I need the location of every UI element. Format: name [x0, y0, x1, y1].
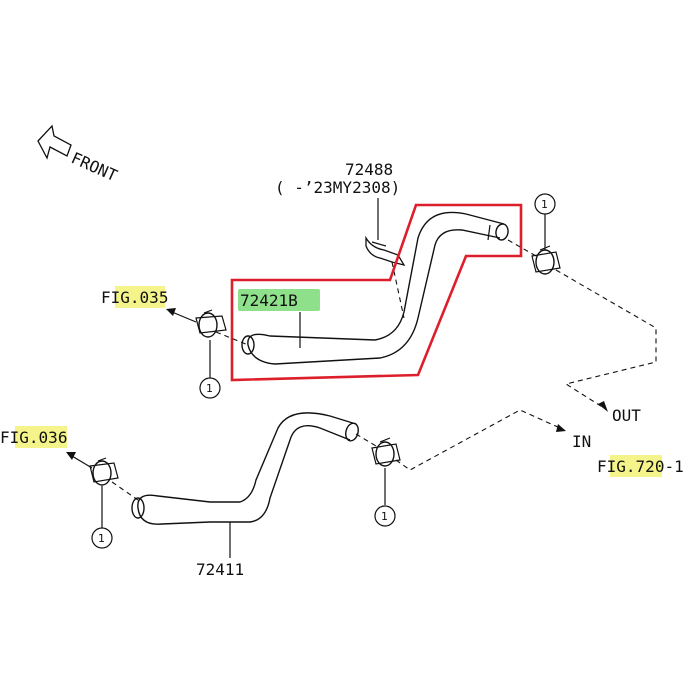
lower-left-dash: [111, 481, 139, 501]
in-label: IN: [572, 432, 591, 451]
right-lower-clamp-icon: [371, 437, 401, 467]
upper-hose: [241, 211, 509, 365]
hose-clip-icon: [365, 235, 406, 319]
lower-hose: [131, 412, 359, 525]
callout-circle: [374, 505, 396, 527]
highlight-frame: [230, 203, 523, 382]
callout-circle: [91, 527, 113, 549]
lower-left-arrowhead-icon: [66, 452, 76, 460]
callout-number: 1: [381, 510, 388, 523]
fig035-highlight: [115, 286, 165, 308]
left-upper-clamp-icon: [195, 309, 227, 338]
callout-number: 1: [98, 532, 105, 545]
fig720-highlight: [610, 455, 662, 477]
front-label: FRONT: [68, 148, 120, 185]
callout-circle: [534, 193, 556, 215]
upper-hose-part-number: 72421B: [240, 291, 298, 310]
clip-note: ( -’23MY2308): [275, 178, 400, 197]
fig-ref-036: FIG.036: [0, 428, 67, 447]
front-arrow-icon: [37, 124, 72, 160]
upper-left-dash: [215, 331, 249, 346]
clip-part-number: 72488: [345, 160, 393, 179]
lower-hose-part-number: 72411: [196, 560, 244, 579]
out-arrowhead-icon: [598, 401, 608, 412]
left-lower-clamp-icon: [89, 457, 119, 486]
right-upper-clamp-icon: [531, 245, 561, 275]
fig-ref-720: FIG.720-1: [597, 457, 684, 476]
lower-right-dash: [355, 433, 377, 447]
lower-left-arrow-line: [71, 455, 93, 469]
callout-number: 1: [206, 382, 213, 395]
fig-ref-035: FIG.035: [101, 288, 168, 307]
out-label: OUT: [612, 406, 641, 425]
callout-circle: [199, 377, 221, 399]
upper-left-arrow-line: [171, 311, 197, 323]
in-route-dash: [395, 409, 561, 471]
out-route-dash: [555, 269, 657, 409]
part-highlight: [238, 289, 320, 311]
fig036-highlight: [15, 426, 67, 448]
upper-left-arrowhead-icon: [166, 308, 176, 316]
callout-number: 1: [541, 198, 548, 211]
in-arrowhead-icon: [556, 424, 566, 432]
